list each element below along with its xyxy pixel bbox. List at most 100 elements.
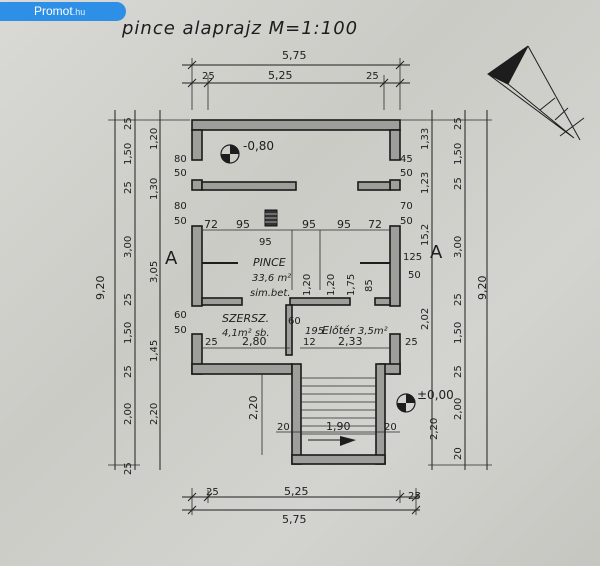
dim-interior-n: 12 (303, 337, 316, 348)
dim-right-opening-b: 50 (400, 168, 413, 179)
dim-left-outer-i: 25 (123, 462, 134, 475)
section-mark-right: A (430, 242, 443, 263)
dim-left-opening-c: 80 (174, 201, 187, 212)
dim-right-inner-d: 2,02 (420, 308, 431, 330)
room-eloter-name: Előtér (322, 324, 356, 337)
dim-interior-a: 72 (204, 218, 218, 231)
room-pince-area: 33,6 m² (252, 273, 291, 284)
level-marker-icon (220, 144, 240, 164)
dim-top-inner: 5,25 (268, 69, 293, 82)
interior-dimensions: 72 95 95 95 72 95 1,20 1,20 1,75 85 60 2… (202, 218, 418, 455)
dim-left-opening-d: 50 (174, 216, 187, 227)
dim-left-opening-f: 50 (174, 325, 187, 336)
level-ground: ±0,00 (417, 388, 454, 402)
dim-left-inner-c: 3,05 (149, 261, 160, 283)
room-eloter: 195 Előtér 3,5m² (305, 324, 388, 337)
left-dimensions: 9,20 25 1,50 25 3,00 25 1,50 25 2,00 25 … (94, 110, 190, 475)
dim-right-outer-h: 2,00 (453, 398, 464, 420)
room-szersz-area: 4,1m² sb. (222, 328, 270, 339)
badge-brand: Promot (34, 4, 73, 18)
dim-right-outer-c: 25 (453, 177, 464, 190)
dim-left-total: 9,20 (94, 276, 107, 301)
building-walls (191, 119, 401, 465)
dim-left-inner-b: 1,30 (149, 178, 160, 200)
dim-interior-s: 1,90 (326, 420, 351, 433)
dim-right-outer-i: 20 (453, 447, 464, 460)
dim-left-outer-b: 1,50 (123, 143, 134, 165)
room-eloter-prefix: 195 (305, 326, 324, 337)
dim-bottom-inner: 5,25 (284, 485, 309, 498)
dim-top-right-wall: 25 (366, 71, 379, 82)
room-szersz: SZERSZ. 4,1m² sb. (222, 312, 270, 339)
dim-interior-l: 25 (205, 337, 218, 348)
dim-right-inner-a: 1,33 (420, 128, 431, 150)
dim-interior-h: 1,20 (326, 274, 337, 296)
dim-left-opening-e: 60 (174, 310, 187, 321)
staircase (301, 377, 376, 446)
dim-left-inner-d: 1,45 (149, 340, 160, 362)
dim-left-outer-a: 25 (123, 117, 134, 130)
dim-interior-p: 25 (405, 337, 418, 348)
dim-interior-c: 95 (302, 218, 316, 231)
dim-interior-f: 95 (259, 237, 272, 248)
dim-interior-j: 85 (364, 279, 375, 292)
dim-right-inner-c: 15,2 (420, 224, 431, 246)
room-eloter-area: 3,5m² (358, 326, 388, 337)
dim-interior-e: 72 (368, 218, 382, 231)
dim-interior-g: 1,20 (302, 274, 313, 296)
dim-bottom-overall: 5,75 (282, 513, 307, 526)
dim-left-opening-b: 50 (174, 168, 187, 179)
dim-right-total: 9,20 (476, 276, 489, 301)
dim-right-opening-e: 125 (403, 252, 422, 263)
dim-top-left-wall: 25 (202, 71, 215, 82)
dim-left-outer-c: 25 (123, 181, 134, 194)
level-marker-icon (396, 393, 416, 413)
room-pince-name: PINCE (253, 256, 286, 269)
room-pince-floor: sim.bet. (250, 288, 291, 299)
dim-right-outer-a: 25 (453, 117, 464, 130)
dim-top-overall: 5,75 (282, 49, 307, 62)
dim-interior-k: 60 (288, 316, 301, 327)
dim-left-inner-e: 2,20 (149, 403, 160, 425)
dim-right-inner-b: 1,23 (420, 172, 431, 194)
dim-interior-q: 2,20 (247, 396, 260, 421)
dim-right-opening-f: 50 (408, 270, 421, 281)
dim-bottom-right-wall: 25 (408, 491, 421, 502)
badge-tld: .hu (72, 7, 86, 17)
dim-right-inner-e: 2,20 (429, 418, 440, 440)
dim-right-outer-g: 25 (453, 365, 464, 378)
dim-left-outer-f: 1,50 (123, 322, 134, 344)
dim-right-outer-b: 1,50 (453, 143, 464, 165)
dim-left-outer-e: 25 (123, 293, 134, 306)
north-arrow-icon (487, 45, 585, 141)
dim-right-outer-d: 3,00 (453, 236, 464, 258)
dim-left-opening-a: 80 (174, 154, 187, 165)
dim-right-outer-f: 1,50 (453, 322, 464, 344)
dim-interior-d: 95 (337, 218, 351, 231)
dim-interior-i: 1,75 (346, 274, 357, 296)
dim-interior-m: 2,80 (242, 335, 267, 348)
dim-left-outer-g: 25 (123, 365, 134, 378)
room-pince: PINCE 33,6 m² sim.bet. (250, 256, 291, 299)
bottom-dimensions: 5,25 5,75 25 25 (182, 485, 421, 526)
level-basement: -0,80 (243, 139, 274, 153)
dim-left-inner-a: 1,20 (149, 128, 160, 150)
dim-interior-t: 20 (384, 422, 397, 433)
section-line (202, 230, 390, 290)
plan-title: pince alaprajz M=1:100 (121, 18, 358, 39)
room-szersz-name: SZERSZ. (222, 312, 269, 325)
promot-badge[interactable]: Promot.hu (0, 2, 126, 21)
section-mark-left: A (165, 248, 178, 269)
dim-interior-o: 2,33 (338, 335, 363, 348)
dim-interior-b: 95 (236, 218, 250, 231)
dim-bottom-left-wall: 25 (206, 487, 219, 498)
dim-interior-r: 20 (277, 422, 290, 433)
dim-right-opening-d: 50 (400, 216, 413, 227)
dim-left-outer-d: 3,00 (123, 236, 134, 258)
dim-right-outer-e: 25 (453, 293, 464, 306)
right-dimensions: 1,33 1,23 15,2 2,02 2,20 25 1,50 25 3,00… (400, 110, 492, 470)
dim-right-opening-c: 70 (400, 201, 413, 212)
top-dimensions: 5,75 5,25 25 25 (182, 49, 410, 110)
